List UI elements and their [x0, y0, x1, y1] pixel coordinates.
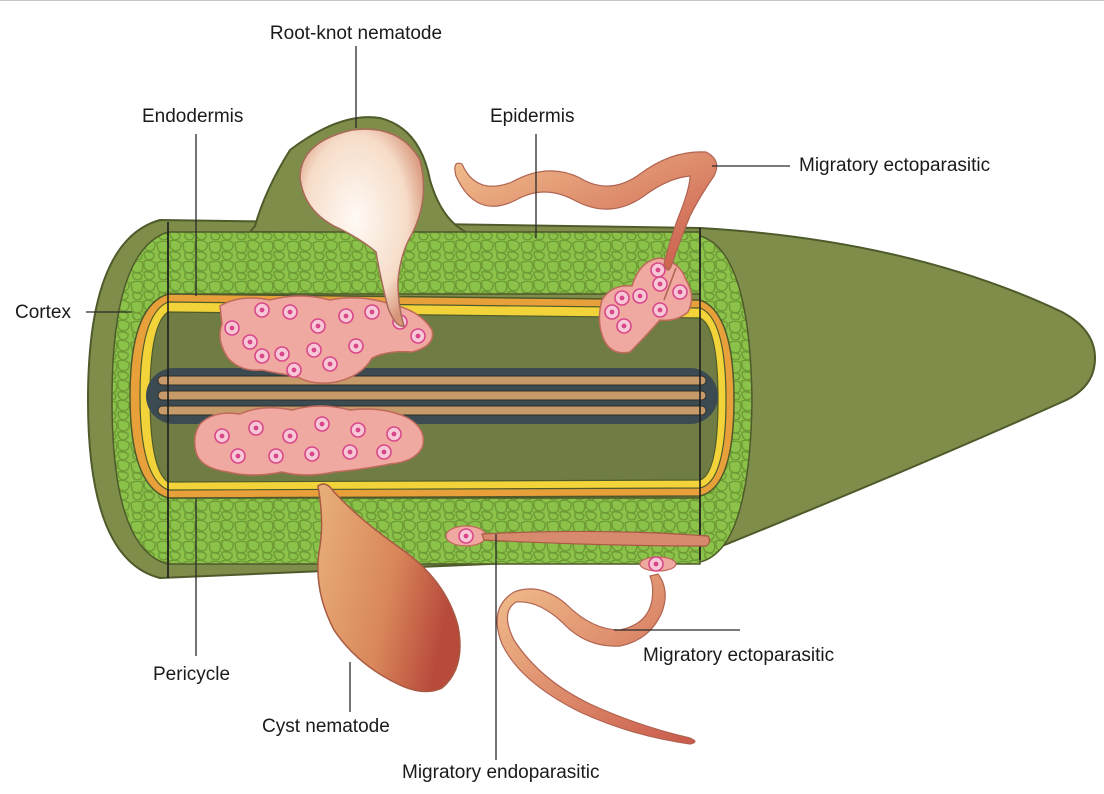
nucleolus: [638, 294, 643, 299]
label-endodermis: Endodermis: [142, 106, 243, 127]
label-migratory-ectoparasitic-bottom: Migratory ectoparasitic: [643, 645, 834, 666]
nucleolus: [280, 352, 285, 357]
nucleolus: [310, 452, 315, 457]
nucleolus: [288, 434, 293, 439]
vascular-strand-1: [158, 376, 706, 385]
nucleolus: [610, 310, 615, 315]
nucleolus: [260, 354, 265, 359]
nucleolus: [656, 268, 661, 273]
label-root-knot-nematode: Root-knot nematode: [270, 23, 442, 44]
nucleolus: [392, 432, 397, 437]
nucleolus: [464, 534, 469, 539]
cortex-upper: [168, 232, 700, 294]
label-cortex: Cortex: [15, 302, 71, 323]
nucleolus: [354, 344, 359, 349]
nucleolus: [236, 454, 241, 459]
nucleolus: [654, 562, 659, 567]
nucleolus: [344, 314, 349, 319]
nucleolus: [370, 310, 375, 315]
nucleolus: [320, 422, 325, 427]
label-migratory-endoparasitic: Migratory endoparasitic: [402, 762, 599, 783]
label-pericycle: Pericycle: [153, 664, 230, 685]
nucleolus: [382, 450, 387, 455]
nucleolus: [288, 310, 293, 315]
vascular-strand-2: [158, 391, 706, 400]
nucleolus: [622, 324, 627, 329]
nucleolus: [254, 426, 259, 431]
nucleolus: [248, 340, 253, 345]
nucleolus: [312, 348, 317, 353]
nucleolus: [620, 296, 625, 301]
nucleolus: [230, 326, 235, 331]
nucleolus: [260, 308, 265, 313]
nucleolus: [658, 282, 663, 287]
nucleolus: [348, 450, 353, 455]
nucleolus: [220, 434, 225, 439]
nucleolus: [292, 368, 297, 373]
syncytium-cluster: [195, 406, 424, 475]
nucleolus: [658, 308, 663, 313]
nucleolus: [274, 454, 279, 459]
top-divider: [0, 0, 1104, 1]
label-migratory-ectoparasitic-top: Migratory ectoparasitic: [799, 155, 990, 176]
label-cyst-nematode: Cyst nematode: [262, 716, 390, 737]
nucleolus: [416, 334, 421, 339]
nucleolus: [316, 324, 321, 329]
nucleolus: [356, 428, 361, 433]
label-epidermis: Epidermis: [490, 106, 574, 127]
nucleolus: [328, 362, 333, 367]
cortex-lower: [168, 498, 700, 564]
nucleolus: [678, 290, 683, 295]
